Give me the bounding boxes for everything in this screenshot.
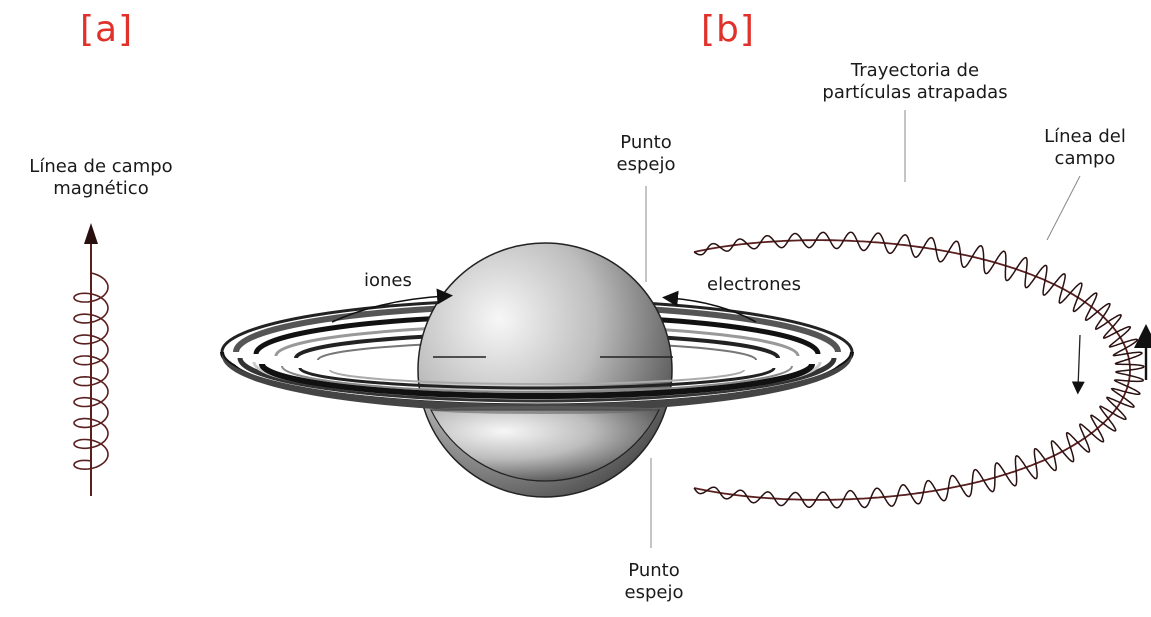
label-ions: iones bbox=[364, 270, 412, 291]
leader-field-line bbox=[1046, 175, 1081, 241]
label-field-line-b: Línea del campo bbox=[1025, 126, 1145, 170]
trapped-particle-trajectory bbox=[693, 231, 1145, 509]
planet-lower-hemisphere bbox=[430, 409, 660, 482]
label-mirror-bottom-line1: Punto bbox=[628, 560, 680, 581]
field-line-a-arrow-icon bbox=[84, 223, 98, 244]
down-arrow-icon bbox=[1071, 334, 1085, 395]
label-mirror-point-bottom: Punto espejo bbox=[604, 560, 704, 604]
label-field-line-line2: magnético bbox=[53, 178, 149, 199]
helix-trajectory-a bbox=[73, 272, 109, 471]
panel-label-a: [a] bbox=[80, 9, 134, 50]
label-mirror-top-line1: Punto bbox=[620, 132, 672, 153]
label-field-line-b-line2: campo bbox=[1054, 148, 1116, 169]
panel-label-b: [b] bbox=[701, 9, 755, 50]
label-electrons: electrones bbox=[707, 274, 801, 295]
planet-illustration bbox=[220, 242, 854, 498]
label-field-line-line1: Línea de campo bbox=[29, 156, 173, 177]
label-trajectory-line1: Trayectoria de bbox=[850, 60, 980, 81]
ions-drift-arrow bbox=[331, 288, 453, 323]
label-mirror-top-line2: espejo bbox=[616, 154, 676, 175]
rings-front bbox=[220, 351, 854, 412]
electrons-drift-arrow bbox=[662, 290, 757, 323]
label-mirror-bottom-line2: espejo bbox=[624, 582, 684, 603]
label-trajectory-line2: partículas atrapadas bbox=[822, 82, 1008, 103]
label-field-line-magnetic: Línea de campo magnético bbox=[4, 156, 198, 200]
label-field-line-b-line1: Línea del bbox=[1044, 126, 1126, 147]
label-mirror-point-top: Punto espejo bbox=[596, 132, 696, 176]
label-trapped-trajectory: Trayectoria de partículas atrapadas bbox=[795, 60, 1035, 104]
panel-a-illustration bbox=[73, 223, 109, 496]
